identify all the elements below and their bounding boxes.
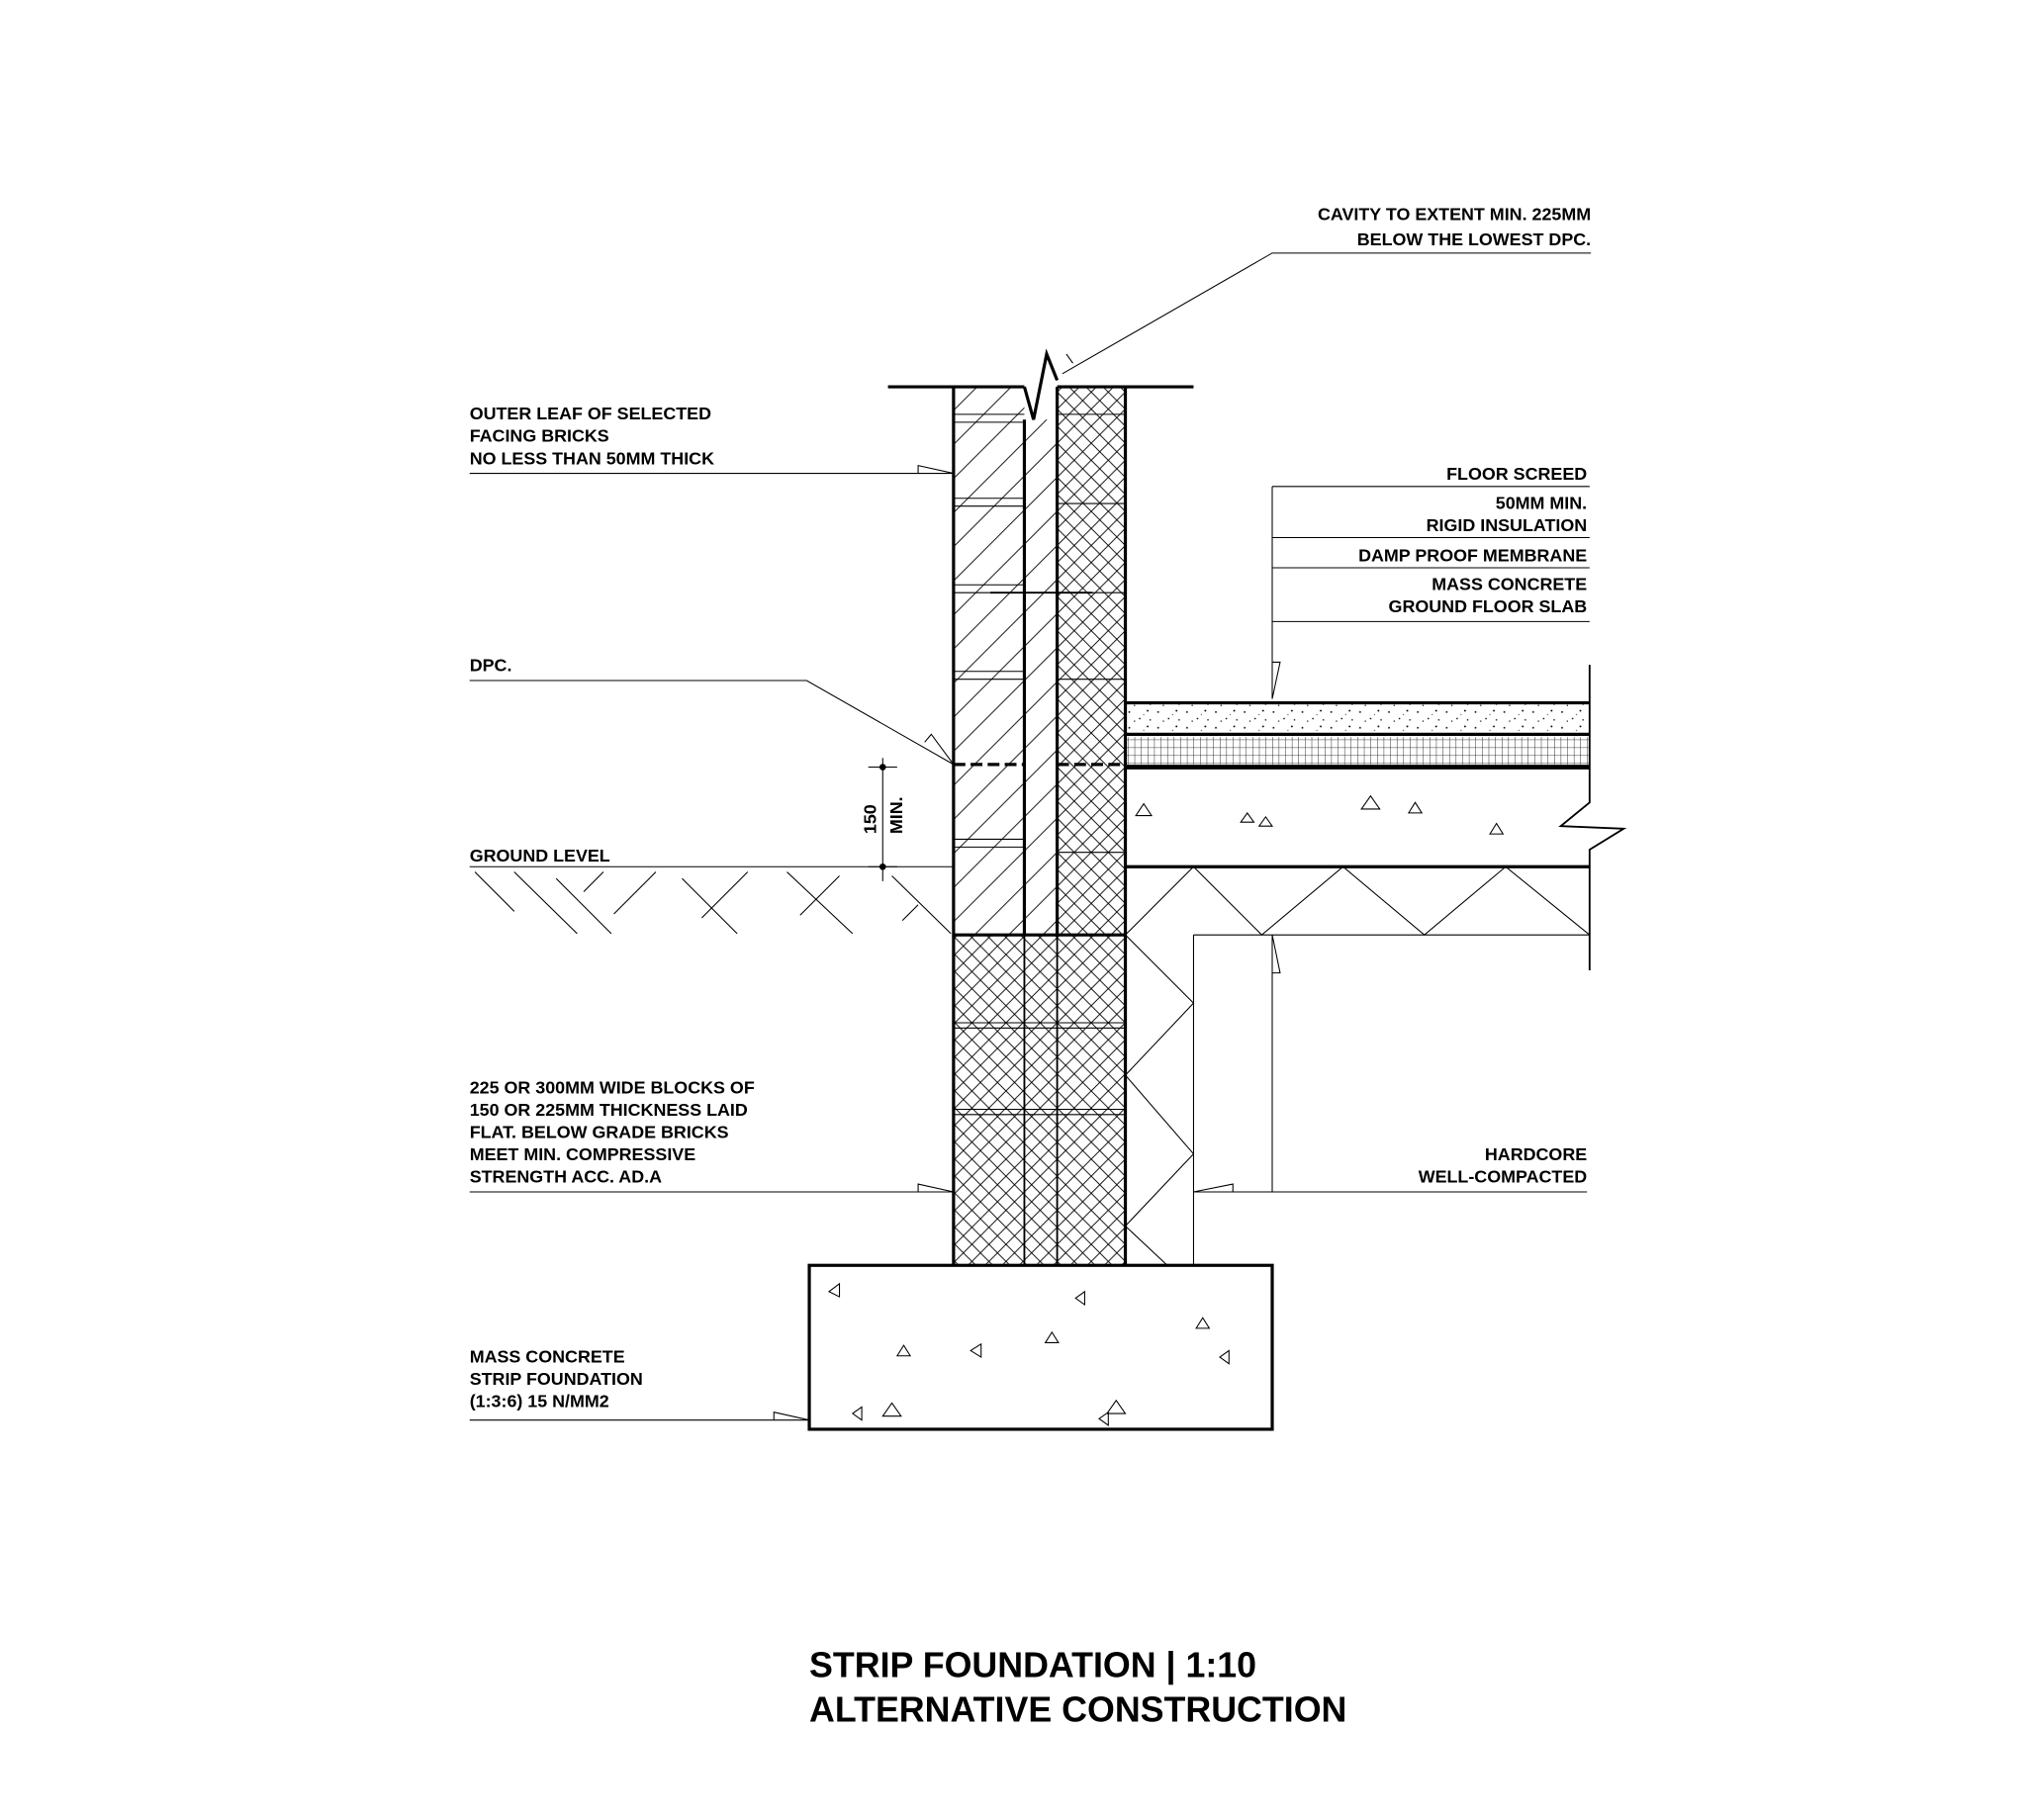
svg-text:NO LESS THAN 50MM THICK: NO LESS THAN 50MM THICK — [470, 448, 714, 468]
svg-text:150 OR 225MM THICKNESS LAID: 150 OR 225MM THICKNESS LAID — [470, 1100, 748, 1120]
label-outer-leaf: OUTER LEAF OF SELECTED FACING BRICKS NO … — [470, 404, 714, 468]
label-blocks: 225 OR 300MM WIDE BLOCKS OF 150 OR 225MM… — [470, 1078, 755, 1187]
break-line-icon — [1022, 348, 1060, 420]
svg-text:HARDCORE: HARDCORE — [1485, 1144, 1587, 1164]
svg-text:RIGID INSULATION: RIGID INSULATION — [1427, 515, 1588, 535]
label-ground-level: GROUND LEVEL — [470, 846, 610, 865]
label-foundation: MASS CONCRETE STRIP FOUNDATION (1:3:6) 1… — [470, 1346, 643, 1410]
ground-hatch — [469, 865, 954, 935]
label-dpm: DAMP PROOF MEMBRANE — [1358, 545, 1587, 565]
dimension-value: 150 — [861, 804, 880, 834]
svg-text:MASS CONCRETE: MASS CONCRETE — [470, 1346, 625, 1366]
dimension-150-min: 150 MIN. — [861, 758, 906, 881]
label-slab: MASS CONCRETE GROUND FLOOR SLAB — [1389, 575, 1588, 617]
svg-text:CAVITY TO EXTENT MIN. 225MM: CAVITY TO EXTENT MIN. 225MM — [1318, 205, 1591, 225]
outer-leaf-brickwork — [953, 387, 1025, 936]
label-floor-screed: FLOOR SCREED — [1446, 464, 1587, 484]
svg-text:STRIP FOUNDATION: STRIP FOUNDATION — [470, 1369, 643, 1389]
floor-buildup — [1124, 665, 1627, 1266]
svg-text:50MM MIN.: 50MM MIN. — [1496, 493, 1587, 512]
svg-text:FLAT. BELOW GRADE BRICKS: FLAT. BELOW GRADE BRICKS — [470, 1123, 729, 1142]
dimension-suffix: MIN. — [886, 796, 906, 834]
cavity — [1024, 419, 1058, 936]
svg-text:BELOW THE LOWEST DPC.: BELOW THE LOWEST DPC. — [1357, 229, 1591, 249]
below-grade-blocks — [953, 935, 1126, 1266]
svg-text:GROUND FLOOR SLAB: GROUND FLOOR SLAB — [1389, 596, 1588, 616]
svg-text:MASS CONCRETE: MASS CONCRETE — [1432, 575, 1587, 594]
svg-text:FACING BRICKS: FACING BRICKS — [470, 426, 609, 446]
svg-text:(1:3:6) 15 N/MM2: (1:3:6) 15 N/MM2 — [470, 1391, 609, 1410]
svg-text:225 OR 300MM WIDE BLOCKS OF: 225 OR 300MM WIDE BLOCKS OF — [470, 1078, 755, 1098]
label-cavity: CAVITY TO EXTENT MIN. 225MM BELOW THE LO… — [1318, 205, 1591, 249]
label-hardcore: HARDCORE WELL-COMPACTED — [1419, 1144, 1588, 1187]
svg-text:WELL-COMPACTED: WELL-COMPACTED — [1419, 1167, 1588, 1187]
svg-text:STRENGTH ACC. AD.A: STRENGTH ACC. AD.A — [470, 1167, 662, 1187]
strip-footing — [807, 1263, 1274, 1431]
drawing-title: STRIP FOUNDATION | 1:10 — [809, 1646, 1256, 1685]
svg-text:OUTER LEAF OF SELECTED: OUTER LEAF OF SELECTED — [470, 404, 711, 423]
drawing-subtitle: ALTERNATIVE CONSTRUCTION — [809, 1690, 1346, 1730]
leader-lines — [469, 252, 1592, 1421]
svg-text:MEET MIN. COMPRESSIVE: MEET MIN. COMPRESSIVE — [470, 1144, 696, 1164]
inner-leaf-blockwork — [1057, 387, 1126, 936]
label-dpc: DPC. — [470, 656, 512, 676]
label-insulation: 50MM MIN. RIGID INSULATION — [1427, 493, 1588, 535]
